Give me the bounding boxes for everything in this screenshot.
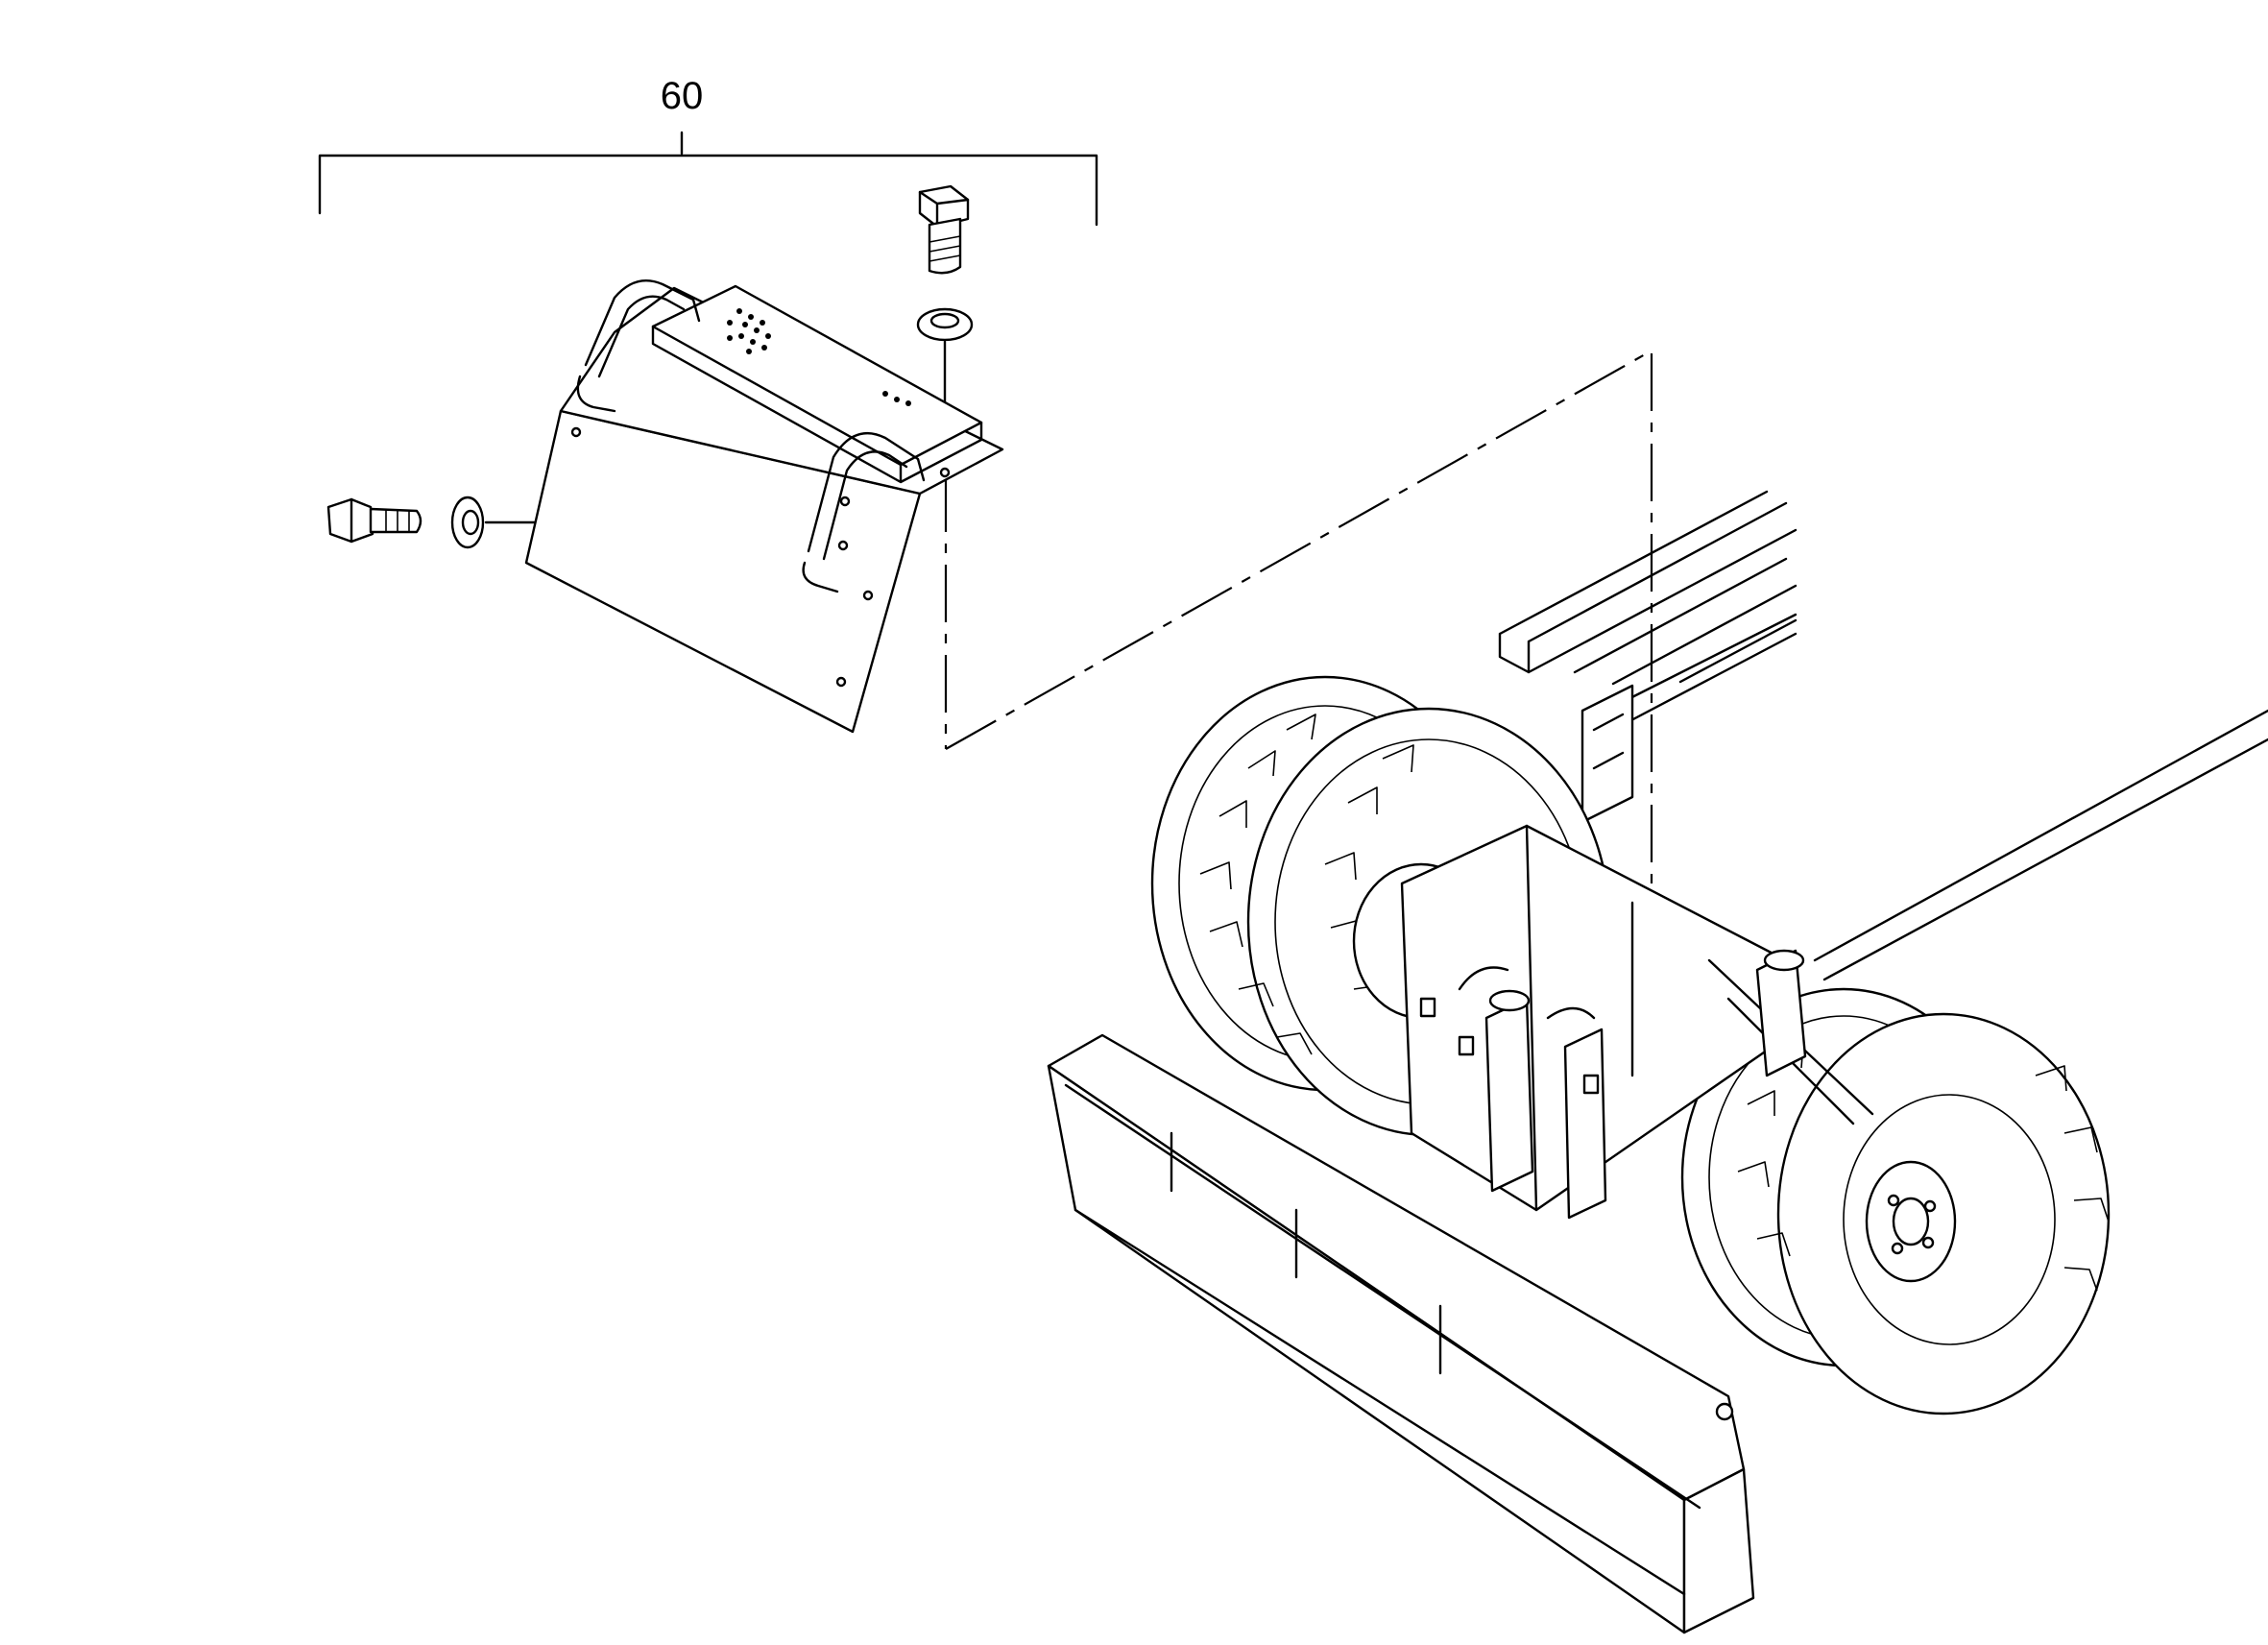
callout-60: 60 [660, 75, 704, 117]
chassis-frame [1498, 490, 1798, 824]
bolt-icon [918, 184, 970, 275]
assembly-bracket [318, 131, 1098, 227]
bolt-icon [326, 497, 422, 544]
tire-icon [1680, 987, 2111, 1415]
dozer-blade-icon [1047, 1033, 1755, 1634]
protective-cover-icon [524, 279, 1004, 734]
hydraulic-cylinder [1419, 966, 1607, 1220]
